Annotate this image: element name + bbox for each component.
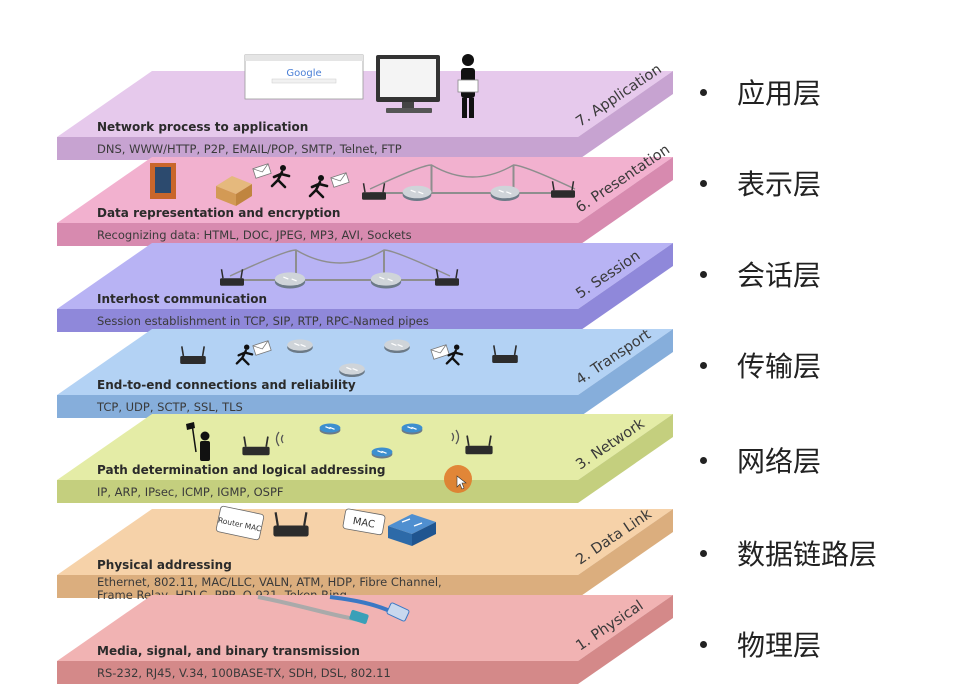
network-router-icon: [275, 272, 305, 288]
legend-layer-name: 应用层: [737, 72, 821, 112]
layer-3: Path determination and logical addressin…: [57, 414, 673, 503]
layer-protocols: RS-232, RJ45, V.34, 100BASE-TX, SDH, DSL…: [97, 666, 391, 680]
layer-protocols: Recognizing data: HTML, DOC, JPEG, MP3, …: [97, 228, 412, 242]
legend-item-layer-1: 物理层: [690, 624, 821, 664]
bullet-icon: [700, 271, 707, 278]
layer-4: End-to-end connections and reliabilityTC…: [57, 327, 673, 418]
layer-protocols: Ethernet, 802.11, MAC/LLC, VALN, ATM, HD…: [97, 575, 442, 589]
layer-title: Media, signal, and binary transmission: [97, 644, 360, 658]
browser-window-icon: Google: [245, 55, 363, 99]
layer-title: Physical addressing: [97, 558, 232, 572]
legend-item-layer-4: 传输层: [690, 345, 821, 385]
chinese-layer-legend: 应用层表示层会话层传输层网络层数据链路层物理层: [690, 0, 960, 699]
layer-title: End-to-end connections and reliability: [97, 378, 356, 392]
network-router-icon: [371, 272, 401, 288]
network-router-blue-icon: [320, 423, 341, 434]
bullet-icon: [700, 641, 707, 648]
mouse-cursor-indicator: [444, 465, 472, 493]
legend-item-layer-7: 应用层: [690, 72, 821, 112]
bullet-icon: [700, 180, 707, 187]
layer-title: Data representation and encryption: [97, 206, 340, 220]
network-router-blue-icon: [372, 447, 393, 458]
legend-item-layer-2: 数据链路层: [690, 533, 877, 573]
legend-layer-name: 网络层: [737, 440, 821, 480]
legend-layer-name: 物理层: [737, 624, 821, 664]
layer-1: Media, signal, and binary transmissionRS…: [57, 595, 673, 684]
legend-item-layer-5: 会话层: [690, 254, 821, 294]
browser-logo-text: Google: [286, 68, 321, 79]
network-router-blue-icon: [402, 423, 423, 434]
layer-protocols: Session establishment in TCP, SIP, RTP, …: [97, 314, 429, 328]
bullet-icon: [700, 89, 707, 96]
network-router-icon: [287, 339, 313, 353]
bullet-icon: [700, 457, 707, 464]
legend-layer-name: 传输层: [737, 345, 821, 385]
legend-item-layer-3: 网络层: [690, 440, 821, 480]
layer-protocols: IP, ARP, IPsec, ICMP, IGMP, OSPF: [97, 485, 284, 499]
layer-title: Interhost communication: [97, 292, 267, 306]
network-router-icon: [403, 186, 432, 201]
legend-layer-name: 会话层: [737, 254, 821, 294]
legend-layer-name: 表示层: [737, 163, 821, 203]
legend-layer-name: 数据链路层: [737, 533, 877, 573]
bullet-icon: [700, 550, 707, 557]
network-router-icon: [384, 339, 410, 353]
layer-protocols: DNS, WWW/HTTP, P2P, EMAIL/POP, SMTP, Tel…: [97, 142, 402, 156]
network-router-icon: [339, 363, 365, 377]
layer-title: Path determination and logical addressin…: [97, 463, 385, 477]
phone-booth-icon: [150, 163, 176, 199]
legend-item-layer-6: 表示层: [690, 163, 821, 203]
bullet-icon: [700, 362, 707, 369]
layer-title: Network process to application: [97, 120, 308, 134]
layer-protocols: TCP, UDP, SCTP, SSL, TLS: [96, 400, 243, 414]
network-router-icon: [491, 186, 520, 201]
